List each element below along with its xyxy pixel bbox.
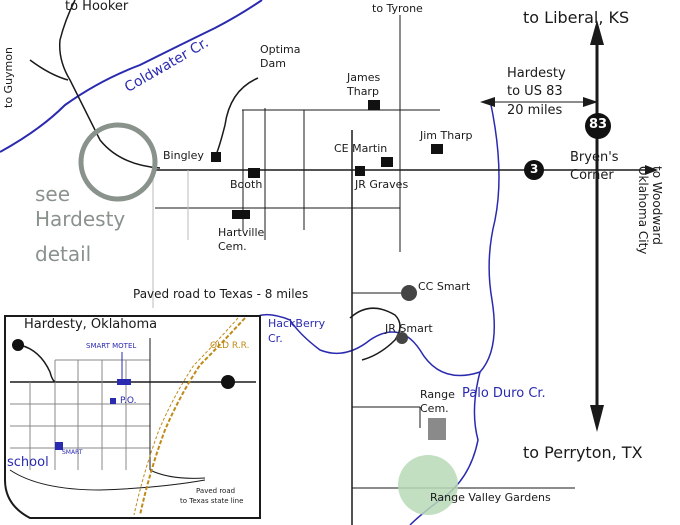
james-tharp-label-2: Tharp — [347, 85, 379, 98]
to-tyrone-label: to Tyrone — [372, 2, 423, 15]
optima-label-1: Optima — [260, 43, 301, 56]
us83-shield — [585, 113, 611, 139]
jr-smart-label: JR Smart — [385, 322, 433, 335]
hackberry-creek-label-1: HackBerry — [268, 317, 326, 330]
inset-old-rr-label: OLD R.R. — [210, 341, 250, 351]
inset-road-south — [9, 469, 206, 491]
inset-title: Hardesty, Oklahoma — [24, 317, 158, 332]
us83-south-arrow — [590, 405, 604, 432]
inset-po-marker — [110, 398, 116, 404]
bingley-marker — [211, 152, 221, 162]
inset-railroad — [139, 317, 246, 516]
optima-label-2: Dam — [260, 57, 286, 70]
road-jr-smart — [349, 307, 401, 361]
bryens-label-1: Bryen's — [570, 150, 619, 165]
cc-smart-marker — [401, 285, 417, 301]
range-cem-label-1: Range — [420, 388, 455, 401]
cc-smart-label: CC Smart — [418, 280, 471, 293]
booth-marker — [248, 168, 260, 178]
jim-tharp-marker — [431, 144, 443, 154]
hardesty-line1: Hardesty — [507, 66, 566, 81]
road-to-hooker — [58, 0, 161, 169]
inset-road-south2 — [149, 469, 206, 479]
sh3-east-arrow — [645, 165, 658, 175]
to-perryton-label: to Perryton, TX — [523, 443, 643, 462]
palo-duro-creek-label: Palo Duro Cr. — [462, 386, 546, 401]
to-oklahoma-city-label: Oklahoma City — [636, 166, 650, 255]
inset-paved-1: Paved road — [196, 487, 236, 495]
range-cemetery-marker — [428, 418, 446, 440]
us83-north-arrow — [590, 20, 604, 45]
inset-sh3-shield-east — [221, 375, 235, 389]
hardesty-arrow-right — [583, 97, 598, 107]
inset-road-nw — [19, 344, 56, 383]
range-valley-label: Range Valley Gardens — [430, 491, 551, 504]
inset-railroad-2 — [133, 317, 239, 516]
hardesty-arrow-left — [480, 97, 495, 107]
jr-graves-marker — [355, 166, 365, 176]
sh3-shield — [524, 160, 544, 180]
inset-smart-motel-label: SMART MOTEL — [86, 342, 137, 350]
bryens-label-2: Corner — [570, 168, 614, 183]
sh3-shield-number: 3 — [530, 162, 539, 176]
ce-martin-marker — [381, 157, 393, 167]
coldwater-creek — [0, 0, 263, 153]
jr-smart-marker — [396, 332, 408, 344]
to-hooker-label: to Hooker — [65, 0, 129, 14]
ce-martin-label: CE Martin — [334, 142, 388, 155]
to-liberal-label: to Liberal, KS — [523, 8, 630, 27]
to-guymon-label: to Guymon — [2, 47, 15, 108]
booth-label: Booth — [230, 178, 263, 191]
inset-school-label: school — [7, 455, 49, 470]
inset-sh3-shield-west — [12, 339, 24, 351]
inset-smart-motel-marker — [117, 379, 131, 385]
range-cem-label-2: Cem. — [420, 402, 449, 415]
james-tharp-marker — [368, 100, 380, 110]
hardesty-line2: to US 83 — [507, 84, 563, 99]
hardesty-line3: 20 miles — [507, 103, 563, 118]
road-to-guymon — [29, 59, 69, 81]
see-detail-3: detail — [35, 242, 92, 266]
inset-smart-label: SMART — [62, 449, 83, 456]
james-tharp-label-1: James — [347, 71, 381, 84]
hartville-label-1: Hartville — [218, 226, 265, 239]
range-valley-gardens-area — [398, 455, 458, 515]
jr-graves-label: JR Graves — [355, 178, 409, 191]
to-woodward-label: to Woodward — [650, 166, 664, 245]
bingley-label: Bingley — [163, 149, 204, 162]
inset-paved-2: to Texas state line — [180, 497, 244, 505]
road-optima — [215, 77, 259, 156]
hackberry-creek-label-2: Cr. — [268, 332, 283, 345]
inset-frame — [4, 315, 261, 519]
paved-road-label: Paved road to Texas - 8 miles — [133, 287, 309, 301]
palo-duro-creek — [257, 99, 500, 377]
see-detail-1: see — [35, 182, 71, 206]
inset-school-marker — [55, 442, 63, 450]
inset-po-label: P.O. — [120, 396, 137, 406]
us83-shield-number: 83 — [589, 117, 608, 132]
hardesty-detail-circle — [78, 122, 158, 202]
hartville-marker — [232, 210, 250, 219]
jim-tharp-label: Jim Tharp — [420, 129, 473, 142]
see-detail-2: Hardesty — [35, 207, 126, 231]
hartville-label-2: Cem. — [218, 240, 247, 253]
